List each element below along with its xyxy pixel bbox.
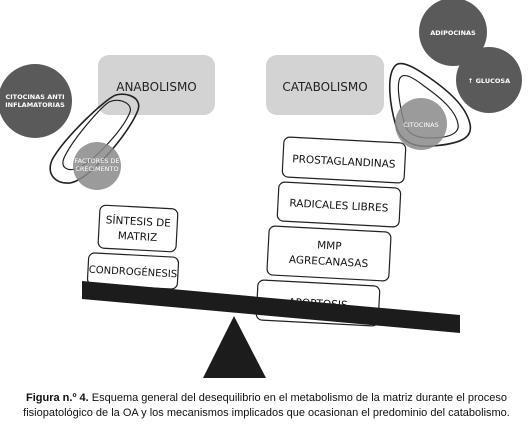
anti-inflammatory-cytokines-circle	[0, 64, 72, 138]
figure-caption-text: Esquema general del desequilibrio en el …	[23, 392, 510, 419]
matrix-synthesis-label-line2: MATRIZ	[118, 230, 158, 244]
catabolism-boxes: PROSTAGLANDINAS RADICALES LIBRES MMP AGR…	[255, 136, 407, 327]
anabolism-funnel	[49, 93, 140, 184]
catabolism-funnel	[388, 62, 472, 148]
cytokines-circle	[395, 98, 447, 150]
growth-factors-circle	[73, 142, 121, 190]
aggrecanases-label: AGRECANASAS	[289, 254, 369, 270]
balance-beam	[82, 281, 460, 333]
catabolism-header: CATABOLISMO	[266, 55, 384, 115]
mmp-label: MMP	[317, 239, 342, 252]
free-radicals-label: RADICALES LIBRES	[289, 197, 389, 214]
glucose-label: ↑ GLUCOSA	[468, 77, 510, 85]
figure-caption: Figura n.º 4. Esquema general del desequ…	[14, 391, 519, 421]
matrix-synthesis-label-line1: SÍNTESIS DE	[105, 213, 171, 229]
prostaglandins-box	[281, 136, 407, 184]
anabolism-boxes: SÍNTESIS DE MATRIZ CONDROGÉNESIS	[86, 204, 180, 290]
anabolism-header: ANABOLISMO	[98, 55, 215, 115]
cytokines-label: CITOCINAS	[403, 121, 438, 129]
anabolism-funnel-group: CITOCINAS ANTI INFLAMATORIAS FACTORES DE…	[0, 64, 140, 190]
anti-inflammatory-label-line2: INFLAMATORIAS	[5, 101, 65, 109]
adipokines-label: ADIPOCINAS	[430, 29, 476, 37]
matrix-synthesis-box	[97, 204, 179, 253]
figure-label: Figura n.º 4.	[26, 392, 89, 404]
growth-factors-label-line1: FACTORES DE	[74, 157, 119, 165]
balance-fulcrum	[203, 316, 266, 378]
balance-diagram: ANABOLISMO CATABOLISMO CITOCINAS ANTI IN…	[0, 0, 522, 378]
adipokines-circle	[419, 0, 487, 66]
anabolism-title-box	[98, 55, 215, 115]
catabolism-funnel-group: ADIPOCINAS ↑ GLUCOSA CITOCINAS	[388, 0, 522, 150]
catabolism-title-box	[266, 55, 384, 115]
growth-factors-label-line2: CRECIMENTO	[75, 165, 118, 173]
free-radicals-box	[276, 181, 402, 228]
glucose-circle	[456, 47, 522, 113]
anti-inflammatory-label-line1: CITOCINAS ANTI	[5, 93, 64, 101]
mmp-aggrecanases-box	[266, 225, 392, 282]
prostaglandins-label: PROSTAGLANDINAS	[292, 153, 396, 170]
anabolism-title: ANABOLISMO	[116, 80, 197, 94]
catabolism-title: CATABOLISMO	[282, 80, 367, 94]
